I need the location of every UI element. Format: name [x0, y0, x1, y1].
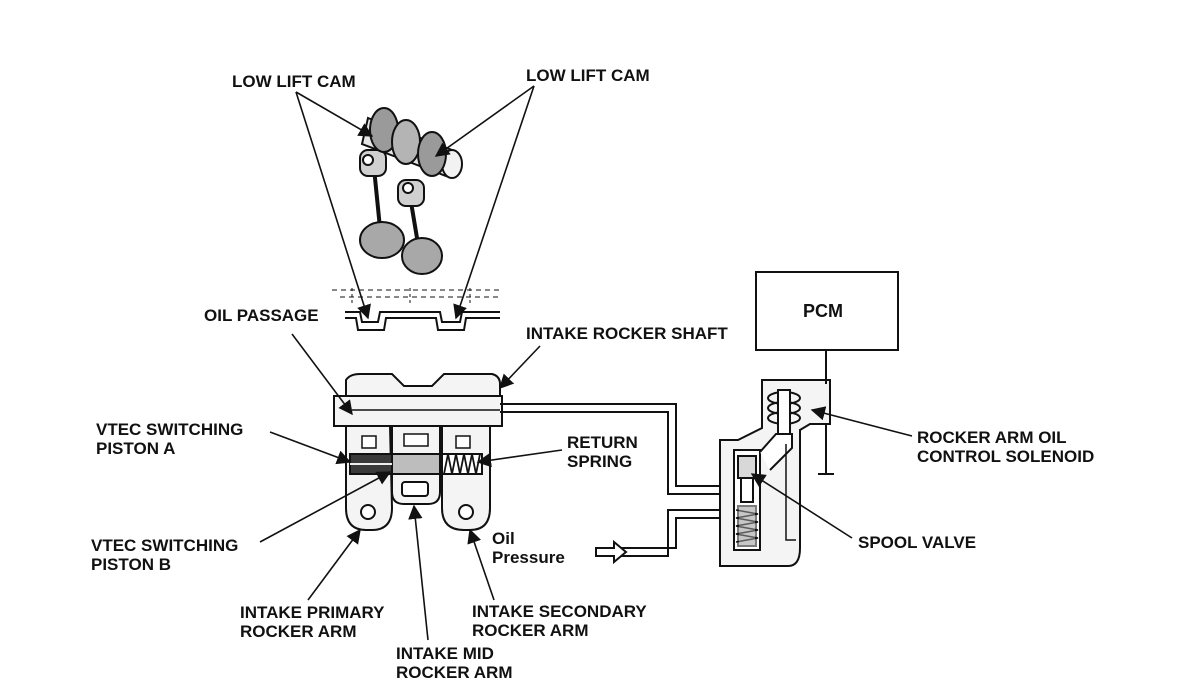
label-intake-rocker-shaft: INTAKE ROCKER SHAFT	[526, 324, 728, 343]
label-pcm: PCM	[803, 301, 843, 321]
label-low-lift-cam-left: LOW LIFT CAM	[232, 72, 356, 91]
oil-pressure-arrow	[595, 539, 628, 565]
label-spool-valve: SPOOL VALVE	[858, 533, 977, 552]
leader-lines	[259, 85, 913, 641]
camshaft-assembly	[359, 107, 463, 275]
intake-valve-left	[359, 221, 405, 259]
label-oil-passage: OIL PASSAGE	[204, 306, 319, 325]
label-low-lift-cam-right: LOW LIFT CAM	[526, 66, 650, 85]
label-intake-mid: INTAKE MID ROCKER ARM	[396, 644, 513, 682]
vtec-switching-piston-b	[391, 453, 441, 475]
label-intake-primary: INTAKE PRIMARY ROCKER ARM	[240, 603, 385, 641]
high-lift-cam	[391, 119, 421, 165]
intake-rocker-shaft	[333, 395, 503, 427]
pcm-box	[755, 271, 899, 351]
label-oil-pressure: Oil Pressure	[492, 529, 565, 567]
rocker-assembly	[333, 373, 503, 531]
intake-primary-rocker-arm	[345, 425, 394, 531]
intake-valve-right	[401, 237, 443, 275]
oil-passage	[332, 288, 500, 331]
label-rocker-arm-solenoid: ROCKER ARM OIL CONTROL SOLENOID	[917, 428, 1095, 466]
rocker-arm-oil-control-solenoid	[767, 389, 801, 435]
label-vtec-piston-a: VTEC SWITCHING PISTON A	[96, 420, 244, 458]
label-intake-secondary: INTAKE SECONDARY ROCKER ARM	[472, 602, 647, 640]
label-return-spring: RETURN SPRING	[567, 433, 638, 471]
return-spring	[443, 453, 481, 475]
solenoid-housing	[719, 379, 834, 567]
oil-lines	[500, 403, 722, 565]
label-vtec-piston-b: VTEC SWITCHING PISTON B	[91, 536, 239, 574]
low-lift-cam-right	[417, 131, 447, 177]
